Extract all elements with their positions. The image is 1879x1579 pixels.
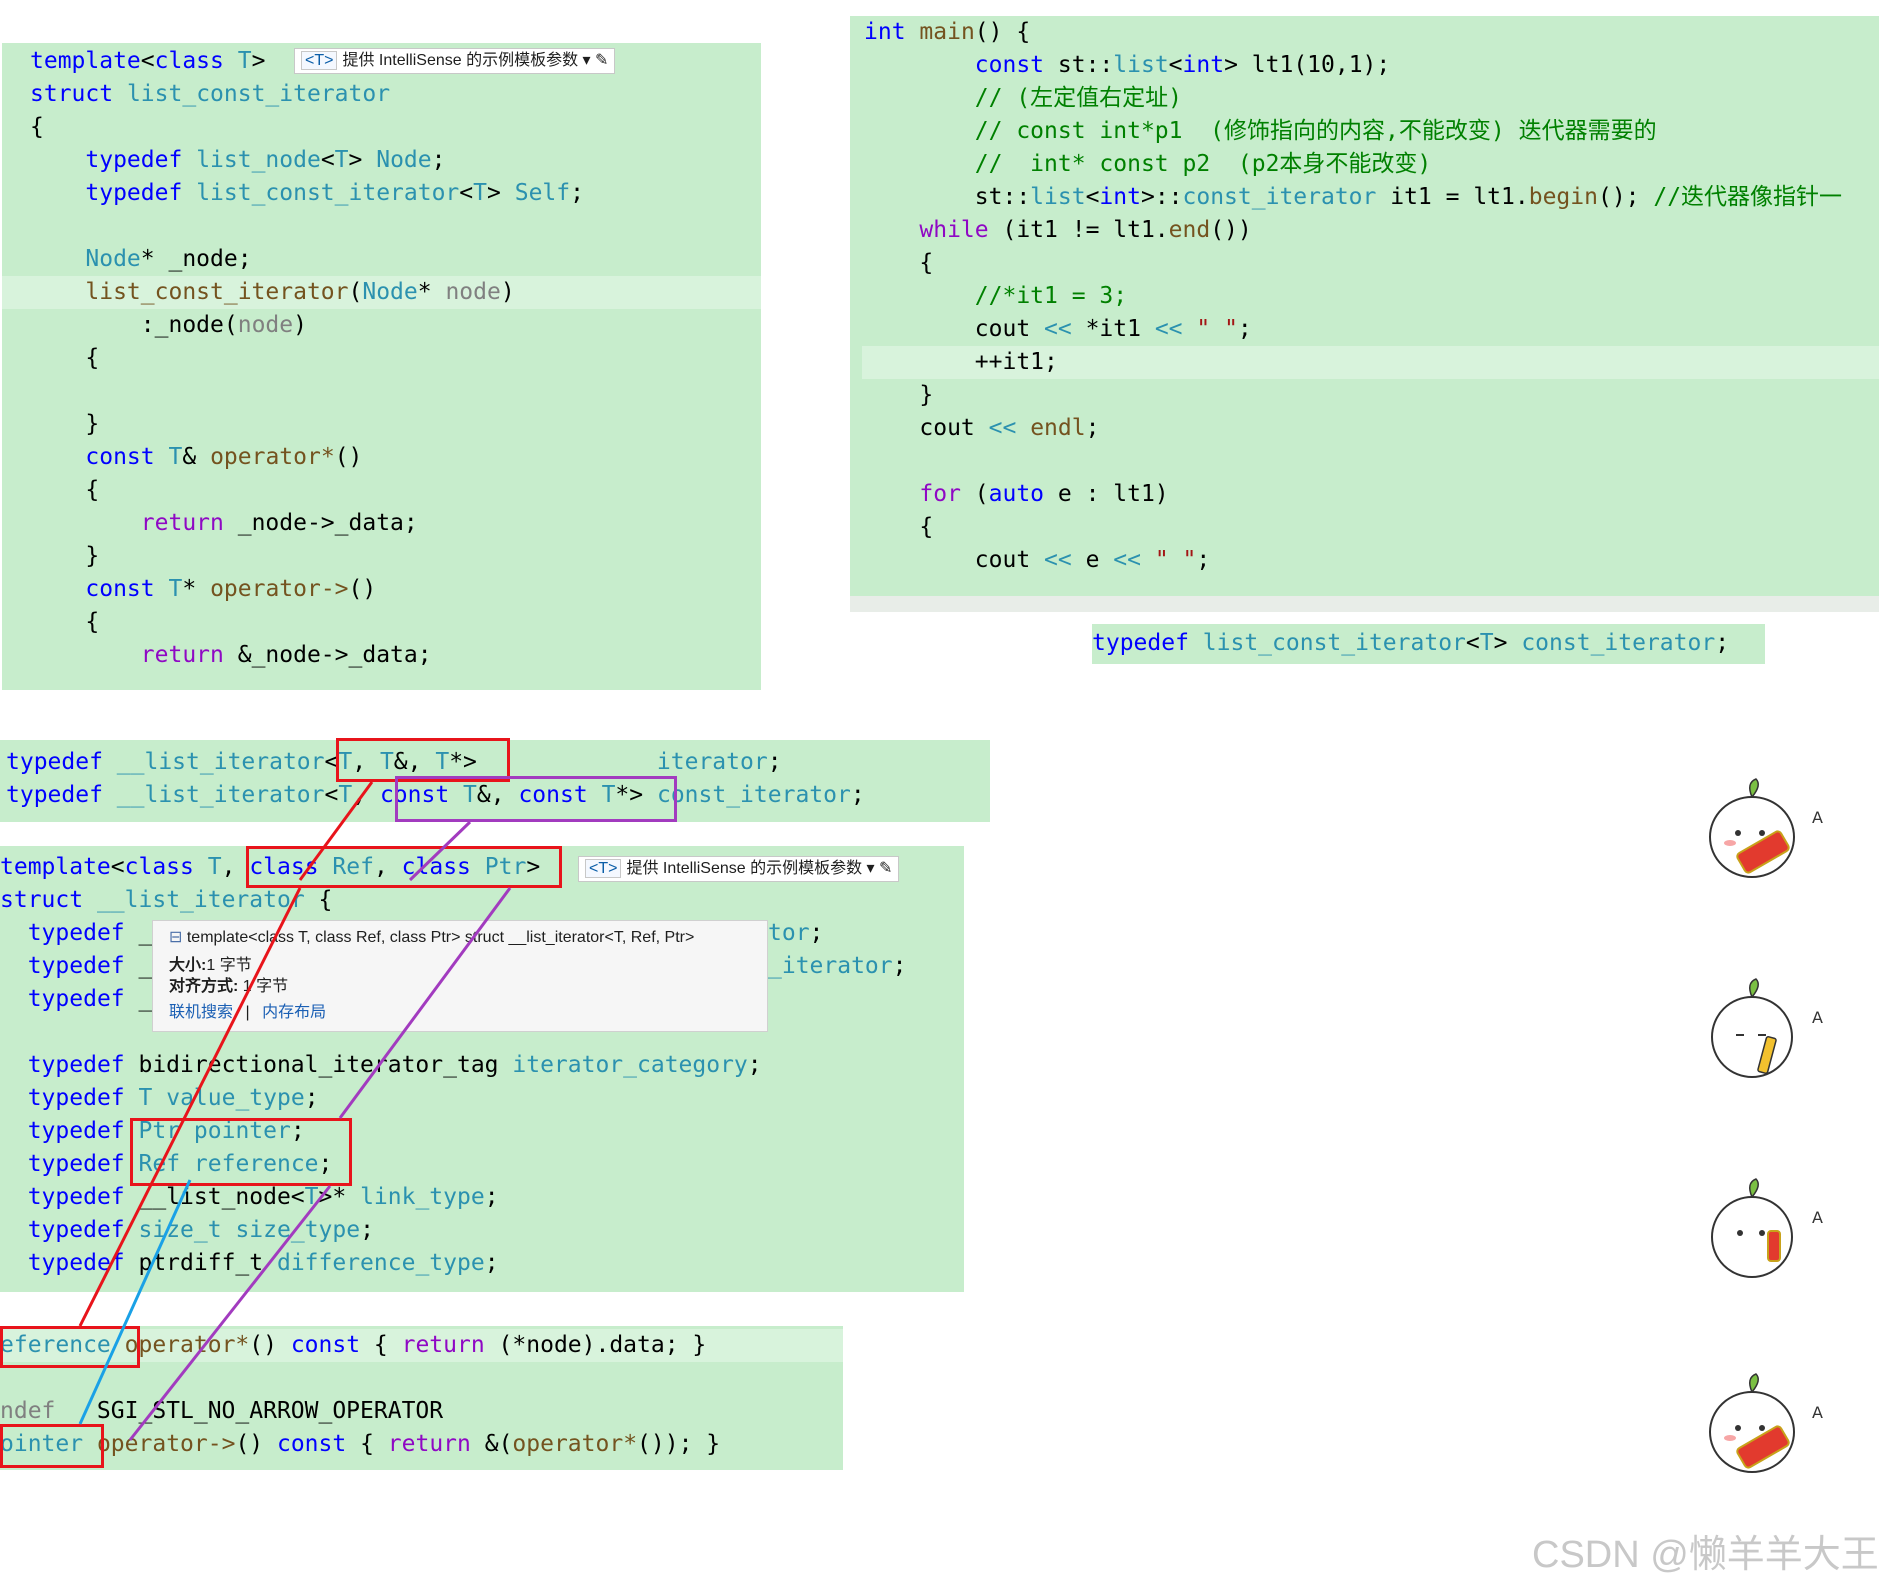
sticker-rabbit-peek: A [1700,1175,1830,1295]
code-comment: // const int*p1 (修饰指向的内容,不能改变) 迭代器需要的 [864,118,1657,144]
code-panel-struct-list-iterator: <T>提供 IntelliSense 的示例模板参数 ▾ ✎ template<… [0,846,964,1292]
size-value: 1 字节 [206,957,252,974]
code-line: { [864,514,934,540]
align-label: 对齐方式: [169,978,239,995]
code-comment: //*it1 = 3; [864,283,1128,309]
csdn-watermark: CSDN @懒羊羊大王& [1532,1534,1879,1576]
struct-icon: ⊟ [169,929,183,946]
size-label: 大小: [169,957,207,974]
code-panel-main: int main() { const st::list<int> lt1(10,… [850,16,1879,596]
code-line: const T& operator*() [85,444,363,470]
code-panel-list-const-iterator: <T>提供 IntelliSense 的示例模板参数 ▾ ✎ template<… [2,43,761,690]
highlight-reference-return [0,1326,140,1368]
code-line: cout << endl; [864,415,1100,441]
sticker-rabbit-scroll: A [1700,775,1830,895]
quick-info-align: 对齐方式: 1 字节 [169,976,288,998]
code-line: return _node->_data; [140,510,418,536]
code-line: while (it1 != lt1.end()) [919,217,1252,243]
highlight-const-iterator-template-args [395,776,677,822]
code-comment: // (左定值右定址) [864,85,1183,111]
code-line: typedef list_const_iterator<T> Self; [85,180,584,206]
code-line: Node* _node; [85,246,252,272]
code-line: return &_node->_data; [140,642,432,668]
align-value: 1 字节 [242,978,289,995]
code-line: typedef bidirectional_iterator_tag itera… [27,1052,762,1078]
code-line-current: list_const_iterator(Node* node) [2,276,761,309]
code-line: typedef __list_iterator<T, T&, T*> itera… [6,749,782,775]
code-fragment: _iterator; [768,953,907,979]
code-line: const T* operator->() [85,576,377,602]
code-fragment: tor; [768,920,824,946]
code-line: ointer operator->() const { return &(ope… [0,1431,721,1457]
code-line: const st::list<int> lt1(10,1); [974,52,1391,78]
intellisense-template-hint[interactable]: <T>提供 IntelliSense 的示例模板参数 ▾ ✎ [578,856,900,882]
code-line: struct __list_iterator { [0,887,333,913]
code-line: } [30,411,100,437]
svg-text:A: A [1812,1008,1823,1027]
quick-info-popup: ⊟ template<class T, class Ref, class Ptr… [152,920,768,1032]
code-line: { [30,114,44,140]
svg-text:A: A [1812,1403,1823,1422]
sticker-rabbit-scroll: A [1700,1370,1830,1495]
svg-text:A: A [1812,1208,1823,1227]
code-line: int main() { [864,19,1031,45]
svg-text:A: A [1812,808,1823,827]
code-line: :_node(node) [30,312,307,338]
code-line: cout << e << " "; [864,547,1211,573]
code-line: typedef size_t size_type; [27,1217,374,1243]
code-comment: // int* const p2 (p2本身不能改变) [864,151,1432,177]
code-line: typedef list_node<T> Node; [85,147,446,173]
highlight-iterator-template-args [336,738,510,782]
code-panel-typedef-const-iterator: typedef list_const_iterator<T> const_ite… [1092,624,1765,664]
code-line: { [30,477,100,503]
code-line: } [30,543,100,569]
sticker-rabbit-fan: A [1700,975,1830,1095]
code-line: { [864,250,934,276]
template-hint-text: 提供 IntelliSense 的示例模板参数 ▾ ✎ [342,52,609,69]
template-badge: <T> [585,859,622,878]
online-search-link[interactable]: 联机搜索 [169,1004,234,1021]
code-line: typedef list_const_iterator<T> const_ite… [1092,630,1730,656]
code-line: cout << *it1 << " "; [864,316,1252,342]
code-line: } [864,382,934,408]
memory-layout-link[interactable]: 内存布局 [262,1004,327,1021]
code-line: { [30,345,100,371]
code-line: template<class T> [30,48,266,74]
quick-info-signature: ⊟ template<class T, class Ref, class Ptr… [169,927,694,949]
signature-text: template<class T, class Ref, class Ptr> … [186,929,695,946]
code-line-current: ++it1; [862,346,1879,379]
code-line: { [30,609,100,635]
template-hint-text: 提供 IntelliSense 的示例模板参数 ▾ ✎ [626,860,893,877]
code-line: ndef SGI_STL_NO_ARROW_OPERATOR [0,1398,444,1424]
quick-info-links: 联机搜索 | 内存布局 [169,1002,326,1024]
code-line: typedef ptrdiff_t difference_type; [27,1250,499,1276]
code-line: typedef T value_type; [27,1085,319,1111]
intellisense-template-hint[interactable]: <T>提供 IntelliSense 的示例模板参数 ▾ ✎ [294,48,616,74]
code-line: struct list_const_iterator [30,81,391,107]
quick-info-size: 大小:1 字节 [169,955,252,977]
separator: | [245,1004,250,1021]
code-line: st::list<int>::const_iterator it1 = lt1.… [864,184,1843,210]
highlight-pointer-return [0,1424,104,1468]
highlight-pointer-reference-typedefs [130,1118,352,1186]
code-panel-list-iterator-typedefs: typedef __list_iterator<T, T&, T*> itera… [0,740,990,822]
template-badge: <T> [301,51,338,70]
panel-divider [850,596,1879,612]
highlight-ref-ptr-params [246,846,562,888]
code-line: for (auto e : lt1) [919,481,1169,507]
